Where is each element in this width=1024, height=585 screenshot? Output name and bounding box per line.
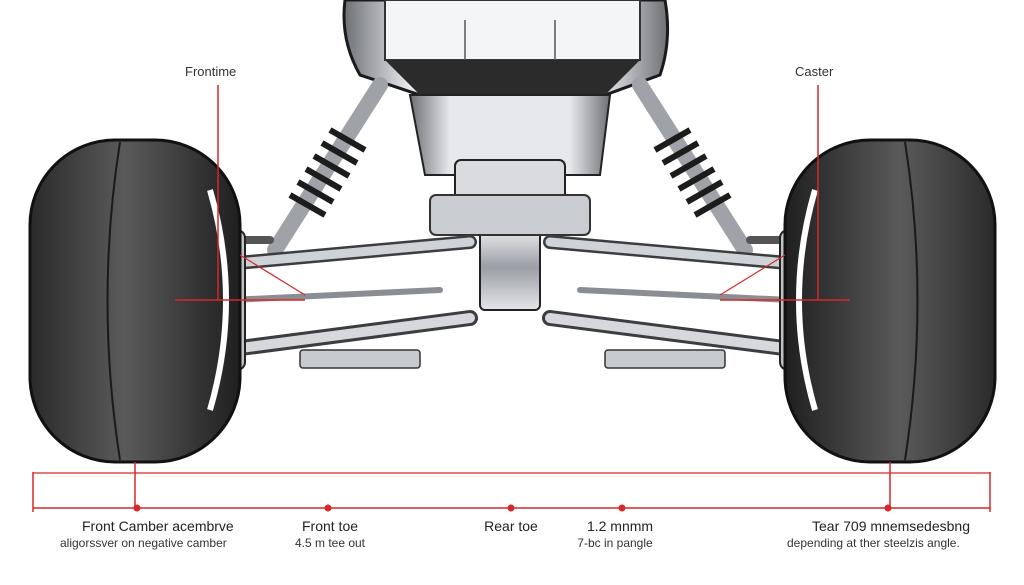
- dimension-line: [32, 472, 991, 512]
- marker-front-toe: [324, 504, 332, 512]
- label-caster: Caster: [795, 64, 834, 79]
- caption-front-camber-title: Front Camber acembrve: [82, 518, 234, 534]
- control-arms: [202, 235, 823, 360]
- marker-tear: [884, 504, 892, 512]
- right-tire: [783, 138, 997, 464]
- caption-tear-title: Tear 709 mnemsedesbng: [812, 518, 970, 534]
- left-tire: [28, 138, 242, 464]
- annotation-lines: [134, 85, 891, 508]
- marker-rear-toe: [507, 504, 515, 512]
- chassis-body: [299, 0, 726, 369]
- caption-angle-title: 1.2 mnmm: [586, 518, 654, 534]
- label-frontime: Frontime: [185, 64, 237, 79]
- caption-front-toe-detail: 4.5 m tee out: [294, 536, 366, 550]
- caption-front-camber-detail: aligorssver on negative camber: [60, 536, 227, 550]
- caption-front-toe-title: Front toe: [301, 518, 359, 534]
- left-coilover: [267, 77, 388, 258]
- right-coilover: [632, 77, 753, 258]
- marker-front-camber: [133, 504, 141, 512]
- marker-angle: [618, 504, 626, 512]
- caption-rear-toe-title: Rear toe: [484, 518, 538, 534]
- caption-angle-detail: 7-bc in pangle: [577, 536, 653, 550]
- caption-tear-detail: depending at ther steelzis angle.: [787, 536, 960, 550]
